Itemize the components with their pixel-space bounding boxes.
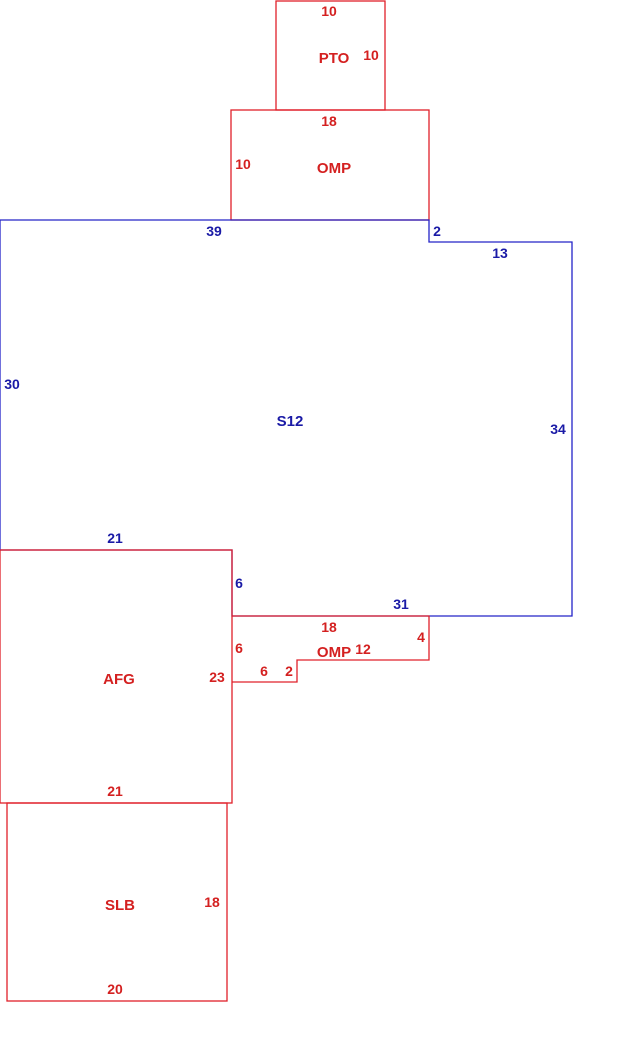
omp-bottom-outline: [232, 615, 430, 683]
pto-right-dimension: 10: [363, 47, 379, 63]
s12-top-right-dimension: 13: [492, 245, 508, 261]
s12-inner-dimension: 6: [235, 575, 243, 591]
slb-label: SLB: [105, 897, 135, 914]
omp-bottom-bottom-dimension: 12: [355, 641, 371, 657]
afg-label: AFG: [103, 671, 135, 688]
s12-right-dimension: 34: [550, 421, 566, 437]
omp-top-label: OMP: [317, 160, 351, 177]
omp-bottom-step-h-dimension: 6: [260, 663, 268, 679]
omp-bottom-top-dimension: 18: [321, 619, 337, 635]
afg-bottom-dimension: 21: [107, 783, 123, 799]
omp-bottom-left-dimension: 6: [235, 640, 243, 656]
omp-bottom-right-dimension: 4: [417, 629, 425, 645]
omp-bottom-label: OMP: [317, 644, 351, 661]
s12-step-dimension: 2: [433, 223, 441, 239]
pto-label: PTO: [319, 50, 350, 67]
afg-right-dimension: 23: [209, 669, 225, 685]
slb-bottom-dimension: 20: [107, 981, 123, 997]
omp-bottom-step-v-dimension: 2: [285, 663, 293, 679]
omp-top-left-dimension: 10: [235, 156, 251, 172]
s12-label: S12: [277, 413, 304, 430]
s12-left-dimension: 30: [4, 376, 20, 392]
s12-bottom-left-dimension: 21: [107, 530, 123, 546]
s12-bottom-right-dimension: 31: [393, 596, 409, 612]
pto-top-dimension: 10: [321, 3, 337, 19]
s12-top-left-dimension: 39: [206, 223, 222, 239]
slb-outline: [6, 802, 228, 1002]
omp-top-top-dimension: 18: [321, 113, 337, 129]
slb-right-dimension: 18: [204, 894, 220, 910]
